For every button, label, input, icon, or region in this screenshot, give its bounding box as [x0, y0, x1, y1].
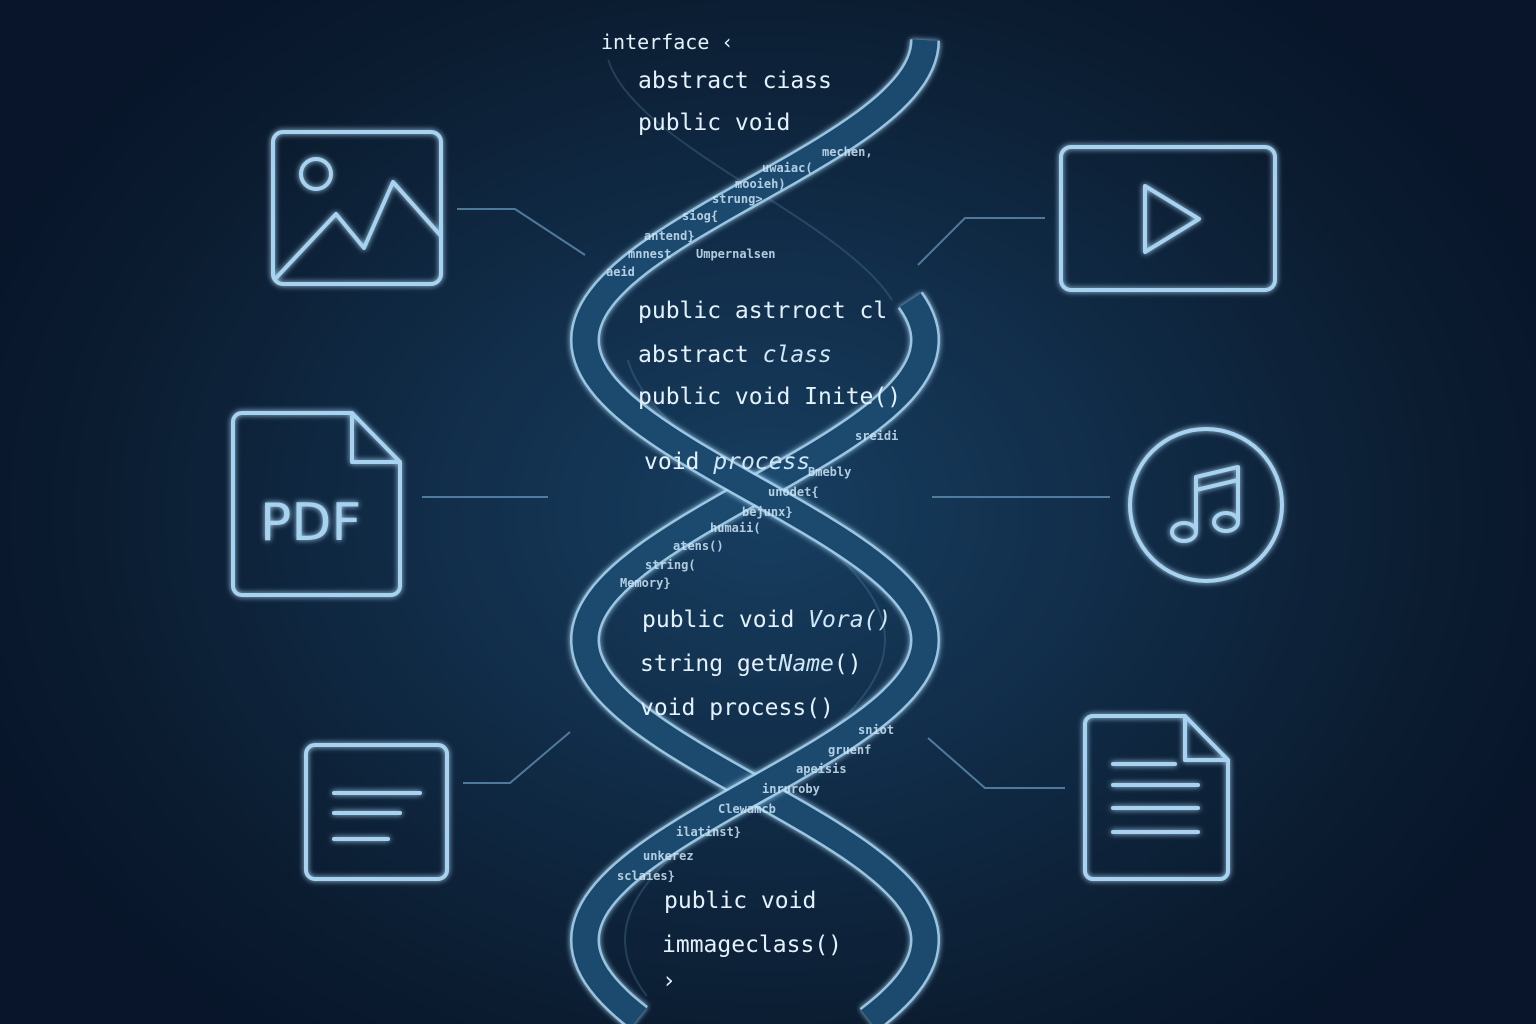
code-line: string getName()	[640, 651, 862, 677]
helix-strand-a	[569, 39, 941, 1024]
code-line: immageclass()	[662, 932, 842, 958]
code-line: public void Inite()	[638, 384, 901, 410]
code-line: ›	[662, 968, 676, 994]
ribbon-label: mnnest	[628, 247, 671, 261]
text-box-icon	[304, 743, 449, 881]
ribbon-label: atens()	[673, 539, 724, 553]
ribbon-label: Clewamcb	[718, 802, 776, 816]
ribbon-label: Umpernalsen	[696, 247, 775, 261]
ribbon-label: uwaiac(	[762, 161, 813, 175]
ribbon-label: humaii(	[710, 521, 761, 535]
ribbon-label: string(	[645, 558, 696, 572]
ribbon-label: mechen,	[822, 145, 873, 159]
document-icon	[1083, 714, 1230, 881]
code-line: void process()	[640, 695, 834, 721]
ribbon-label: aeid	[606, 265, 635, 279]
ribbon-label: unkerez	[643, 849, 694, 863]
code-line: public void Vora()	[642, 607, 891, 633]
ribbon-label: siog{	[682, 209, 718, 223]
ribbon-text: mechen, uwaiac( mooieh) strung> siog{ an…	[606, 145, 898, 883]
ribbon-label: mooieh)	[735, 177, 786, 191]
code-line: interface ‹	[601, 30, 733, 54]
ribbon-label: Bmebly	[808, 465, 851, 479]
code-line: abstract class	[638, 342, 832, 368]
ribbon-label: sreidi	[855, 429, 898, 443]
image-icon	[271, 130, 443, 286]
pdf-file-icon: PDF	[231, 411, 402, 597]
ribbon-label: apeisis	[796, 762, 847, 776]
code-text: interface ‹ abstract ciass public void p…	[601, 30, 901, 994]
music-note-icon	[1128, 427, 1284, 583]
code-line: public astrroct cl	[638, 298, 887, 324]
ribbon-label: sclaies}	[617, 869, 675, 883]
ribbon-label: unodet{	[768, 485, 819, 499]
code-line: public void	[664, 888, 816, 914]
ribbon-label: inruroby	[762, 782, 820, 796]
ribbon-label: Memory}	[620, 576, 671, 590]
connector-lines	[422, 208, 1110, 789]
ribbon-label: antend}	[644, 229, 695, 243]
helix-strand-b	[569, 291, 941, 1024]
ribbon-label: sniot	[858, 723, 894, 737]
code-line: void process	[644, 449, 810, 475]
code-line: abstract ciass	[638, 68, 832, 94]
pdf-label: PDF	[260, 493, 361, 553]
ribbon-label: gruenf	[828, 743, 871, 757]
ribbon-label: ilatinst}	[676, 825, 741, 839]
ribbon-label: strung>	[712, 192, 763, 206]
play-video-icon	[1059, 145, 1277, 292]
ribbon-label: bejunx}	[742, 505, 793, 519]
code-line: public void	[638, 110, 790, 136]
